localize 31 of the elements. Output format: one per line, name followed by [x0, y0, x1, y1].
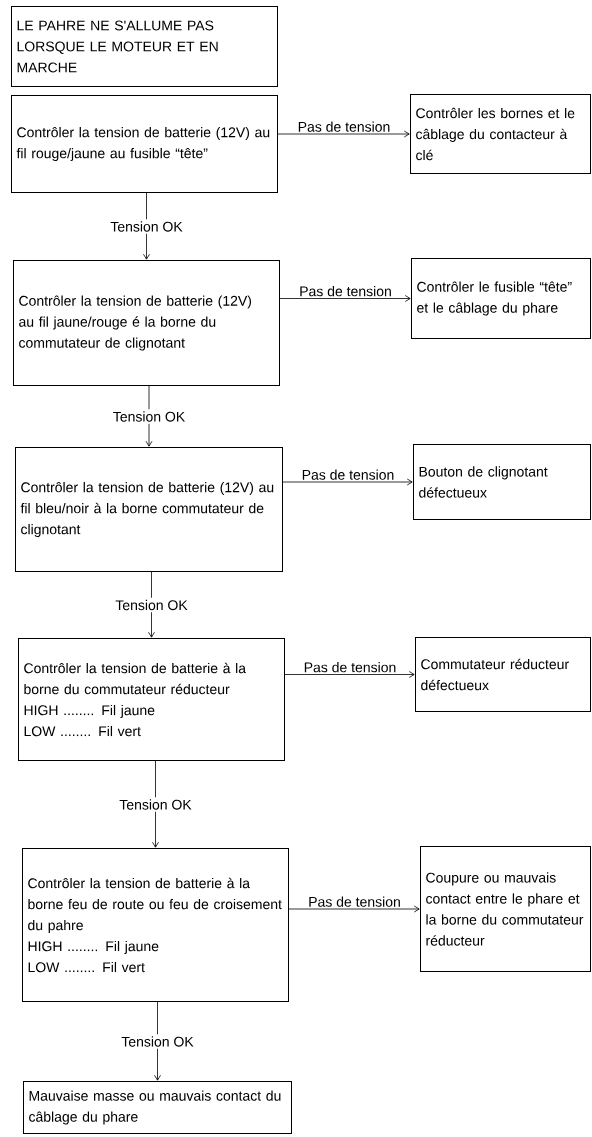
arrow [143, 192, 150, 260]
edge-label: Pas de tension [304, 662, 396, 673]
arrow [277, 130, 410, 138]
arrow [288, 905, 420, 913]
arrow [279, 295, 411, 302]
result-box: Bouton de clignotant défectueux [413, 444, 591, 520]
process-box: Contrôler la tension de batterie à la borne feu de route ou feu de croisement du pahre HIGH ........ Fil jaune LOW ........ Fil vert [22, 848, 289, 1002]
process-box: Contrôler la tension de batterie (12V) au fil bleu/noir à la borne commutateur de clignotant [15, 447, 283, 572]
edge-label: Tension OK [113, 597, 190, 613]
result-box: Contrôler les bornes et le câblage du contacteur à clé [410, 94, 591, 174]
arrow [282, 478, 413, 486]
edge-label: Pas de tension [298, 121, 390, 132]
edge-label: Tension OK [119, 1034, 196, 1049]
result-box: Coupure ou mauvais contact entre le phare et la borne du commutateur réducteur [420, 846, 591, 972]
process-box: Mauvaise masse ou mauvais contact du câblage du phare [23, 1081, 292, 1134]
process-box: Contrôler la tension de batterie (12V) au fil rouge/jaune au fusible “tête” [11, 95, 278, 193]
arrow [148, 571, 155, 638]
arrow [152, 760, 159, 848]
result-box: Commutateur réducteur défectueux [415, 637, 591, 712]
arrow [284, 671, 415, 678]
process-box: Contrôler la tension de batterie à la borne du commutateur réducteur HIGH ........ Fil jaune LOW ........ Fil vert [18, 638, 285, 761]
title-box: LE PAHRE NE S'ALLUME PAS LORSQUE LE MOTEUR ET EN MARCHE [11, 6, 278, 87]
edge-label: Tension OK [117, 797, 194, 812]
edge-label: Tension OK [110, 409, 188, 424]
edge-label: Tension OK [108, 219, 185, 234]
arrow [154, 1001, 161, 1081]
edge-label: Pas de tension [309, 896, 400, 907]
edge-label: Pas de tension [300, 286, 391, 297]
result-box: Contrôler le fusible “tête” et le câblage du phare [411, 258, 591, 339]
process-box: Contrôler la tension de batterie (12V) au fil jaune/rouge é la borne du commutateur de clignotant [13, 260, 280, 386]
edge-label: Pas de tension [302, 469, 394, 480]
